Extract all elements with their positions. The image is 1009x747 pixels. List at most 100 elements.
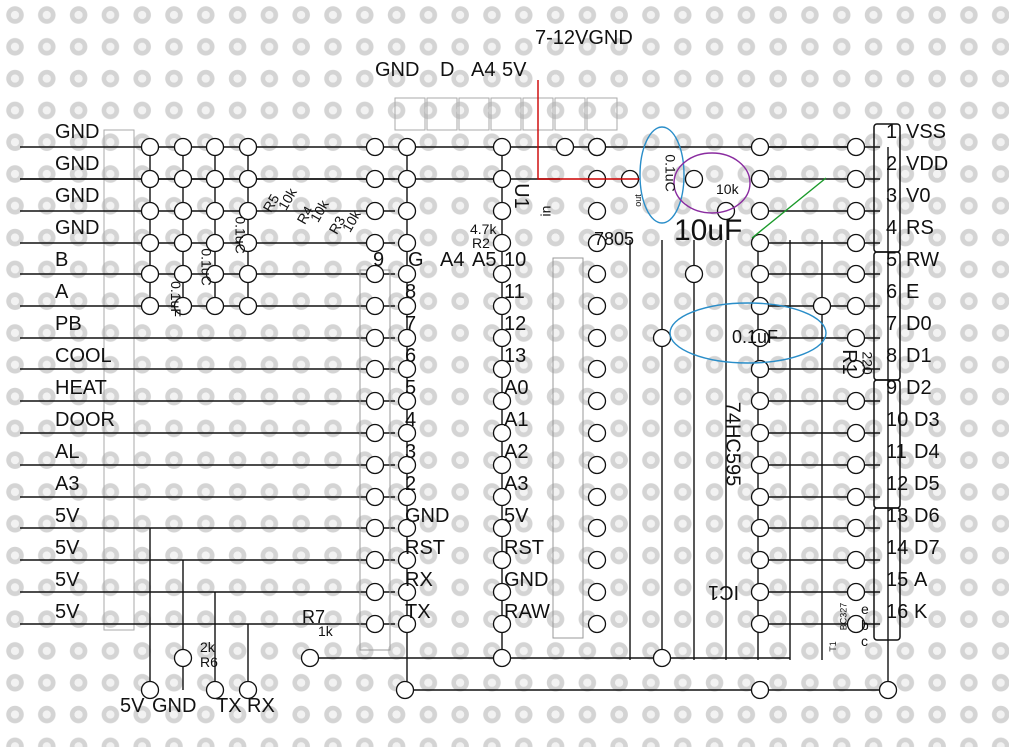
- lcd-pin-num: 14: [886, 537, 909, 559]
- lcd-pin-name: D3: [914, 409, 940, 431]
- ic1-label: IC1: [708, 581, 740, 603]
- solder-pad: [750, 264, 770, 284]
- lcd-pin-name: D7: [914, 537, 940, 559]
- arduino-pin-label: 3: [405, 441, 417, 463]
- solder-pad: [587, 518, 607, 538]
- solder-pad: [587, 137, 607, 157]
- solder-pad: [684, 264, 704, 284]
- solder-pad: [397, 391, 417, 411]
- solder-pad: [750, 359, 770, 379]
- arduino-pin-label: 10: [504, 249, 527, 271]
- solder-pad: [365, 423, 385, 443]
- lcd-pin-num: 12: [886, 473, 909, 495]
- solder-pad: [140, 680, 160, 700]
- t1-pin-c: c: [861, 633, 868, 649]
- t1-part: BC327: [838, 602, 849, 631]
- lcd-pin-num: 6: [886, 281, 898, 303]
- solder-pad: [205, 296, 225, 316]
- header-label-gnd: GND: [375, 59, 420, 81]
- solder-pad: [492, 137, 512, 157]
- arduino-pin-label: GND: [405, 505, 450, 527]
- r1-value: 220: [859, 351, 876, 375]
- solder-pad: [846, 487, 866, 507]
- solder-pad: [750, 487, 770, 507]
- left-pin-label: A3: [55, 473, 80, 495]
- arduino-pin-label: 9: [373, 249, 385, 271]
- solder-pad: [300, 648, 320, 668]
- solder-pad: [397, 582, 417, 602]
- ic-cap-highlight-ellipse: [669, 302, 827, 364]
- lcd-pin-name: D2: [906, 377, 932, 399]
- lcd-pin-num: 13: [886, 505, 909, 527]
- solder-pad: [750, 391, 770, 411]
- solder-pad: [205, 264, 225, 284]
- solder-pad: [492, 423, 512, 443]
- r2-label: R2: [472, 235, 490, 251]
- lcd-pin-name: A: [914, 569, 928, 591]
- solder-pad: [397, 296, 417, 316]
- left-pin-label: AL: [55, 441, 80, 463]
- arduino-pin-label: RST: [405, 537, 445, 559]
- solder-pad: [238, 680, 258, 700]
- solder-pad: [365, 233, 385, 253]
- solder-pad: [140, 201, 160, 221]
- solder-pad: [750, 296, 770, 316]
- solder-pad: [140, 296, 160, 316]
- top-header-cell: [554, 97, 586, 131]
- lcd-pin-name: VDD: [906, 153, 949, 175]
- lcd-connector-outline: [873, 507, 901, 641]
- lcd-pin-num: 15: [886, 569, 909, 591]
- pot-highlight-ellipse: [673, 152, 751, 214]
- solder-pad: [587, 233, 607, 253]
- solder-pad: [492, 328, 512, 348]
- lcd-pin-name: D6: [914, 505, 940, 527]
- solder-pad: [750, 137, 770, 157]
- solder-pad: [140, 233, 160, 253]
- solder-pad: [587, 582, 607, 602]
- solder-pad: [397, 487, 417, 507]
- solder-pad: [750, 455, 770, 475]
- lcd-pin-name: RS: [906, 217, 934, 239]
- lcd-pin-num: 8: [886, 345, 898, 367]
- solder-pad: [492, 518, 512, 538]
- lcd-pin-name: D0: [906, 313, 932, 335]
- solder-pad: [397, 233, 417, 253]
- r1-label: R1: [837, 349, 860, 375]
- solder-pad: [846, 296, 866, 316]
- arduino-pin-label: A5: [472, 249, 497, 271]
- lcd-pin-name: D5: [914, 473, 940, 495]
- header-label-5v: 5V: [502, 59, 527, 81]
- solder-pad: [492, 296, 512, 316]
- solder-pad: [365, 391, 385, 411]
- left-pin-label: DOOR: [55, 409, 115, 431]
- r6-label: R6: [200, 654, 218, 670]
- lcd-pin-num: 1: [886, 121, 898, 143]
- solder-pad: [205, 233, 225, 253]
- solder-pad: [587, 423, 607, 443]
- solder-pad: [397, 550, 417, 570]
- arduino-right-header: [552, 257, 584, 639]
- left-pin-label: A: [55, 281, 69, 303]
- solder-pad: [173, 169, 193, 189]
- lcd-pin-num: 11: [886, 441, 907, 463]
- bottom-label-5v: 5V: [120, 695, 145, 717]
- cap-ic-label: 0.1uF: [732, 327, 779, 347]
- arduino-pin-label: 4: [405, 409, 417, 431]
- arduino-pin-label: A0: [504, 377, 529, 399]
- solder-pad: [846, 391, 866, 411]
- lcd-pin-num: 4: [886, 217, 898, 239]
- solder-pad: [238, 233, 258, 253]
- solder-pad: [492, 391, 512, 411]
- solder-pad: [205, 137, 225, 157]
- lcd-pin-num: 10: [886, 409, 909, 431]
- solder-pad: [587, 614, 607, 634]
- u1-label: U1: [509, 183, 532, 209]
- solder-pad: [397, 614, 417, 634]
- elec-cap-label: 10uF: [674, 214, 743, 247]
- solder-pad: [238, 137, 258, 157]
- solder-pad: [492, 614, 512, 634]
- arduino-pin-label: 8: [405, 281, 417, 303]
- solder-pad: [173, 296, 193, 316]
- t1-pin-e: e: [861, 601, 869, 617]
- top-header-cell: [490, 97, 522, 131]
